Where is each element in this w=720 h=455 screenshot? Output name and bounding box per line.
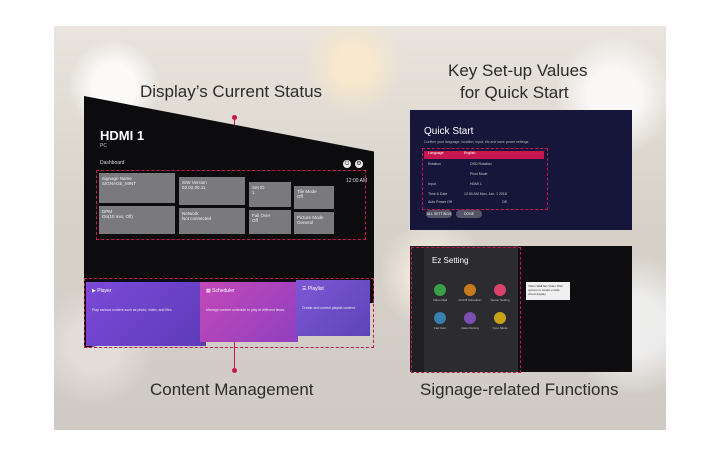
qs-row-value: OSD Rotation	[470, 162, 492, 166]
tile-label: DPM	[102, 209, 112, 214]
qs-row-time[interactable]: Time & Date 12:00 AM Mon, Jan. 1 2018	[424, 192, 544, 200]
tile-value: Off	[252, 218, 258, 223]
sync-mode-icon[interactable]	[494, 312, 506, 324]
qs-row-label: Language	[428, 151, 444, 155]
tv-dashboard-label: Dashboard	[100, 160, 125, 166]
ez-label: Fail Over	[433, 326, 447, 330]
qs-row-value: English	[464, 151, 476, 155]
tile-value: 1	[252, 190, 255, 195]
qs-row-value: Pivot Mode	[470, 172, 488, 176]
connector-dot-top	[232, 115, 237, 120]
player-desc: Play various content such as photo, vide…	[92, 308, 173, 312]
tile-value: SIGNAGE_MINT	[102, 181, 137, 186]
quick-start-screen: Quick Start Confirm your language, locat…	[410, 110, 632, 230]
video-wall-icon[interactable]	[434, 284, 446, 296]
ez-label: On/Off Scheduler	[458, 298, 482, 302]
ez-setting-screen: Ez Setting Video Wall On/Off Scheduler S…	[410, 246, 632, 372]
qs-row-label: Rotation	[428, 162, 442, 166]
qs-row-pivot[interactable]: Pivot Mode	[424, 172, 544, 180]
ez-label: Video Wall	[432, 298, 448, 302]
playlist-label: Playlist	[307, 286, 324, 292]
tile-label: Signage Name	[102, 176, 132, 181]
caption-signage-functions: Signage-related Functions	[420, 380, 619, 399]
scheduler-icon[interactable]	[464, 284, 476, 296]
tv-clock: 12:00 AM	[346, 178, 368, 184]
all-settings-button[interactable]: ALL SETTINGS	[426, 210, 452, 218]
scheduler-card[interactable]: ▦ Scheduler Manage content schedule to p…	[200, 282, 298, 342]
caption-content-management: Content Management	[150, 380, 314, 399]
tile-value: On(10 min, Off)	[102, 214, 133, 219]
tile-label: Tile Mode	[297, 189, 317, 194]
playlist-icon: ☰	[302, 286, 307, 292]
scheduler-desc: Manage content schedule to play at diffe…	[206, 308, 286, 312]
tile-value: General	[297, 220, 314, 225]
caption-key-values-1: Key Set-up Values	[448, 61, 588, 80]
tile-value: Not connected	[182, 216, 212, 221]
qs-row-value: Off	[502, 200, 507, 204]
ez-panel	[424, 246, 518, 372]
qs-row-value: 12:00 AM Mon, Jan. 1 2018	[464, 192, 507, 196]
tile-label: Network	[182, 211, 199, 216]
ez-label: Server Setting	[490, 298, 510, 302]
data-cloning-icon[interactable]	[464, 312, 476, 324]
tv-input-title: HDMI 1	[100, 128, 145, 143]
player-card[interactable]: ▶ Player Play various content such as ph…	[86, 282, 206, 346]
caption-key-values-2: for Quick Start	[460, 83, 569, 102]
server-setting-icon[interactable]	[494, 284, 506, 296]
content-highlight-box	[84, 278, 374, 348]
tv-input-subtitle: PC	[100, 143, 107, 149]
power-icon[interactable]: ⏻	[343, 160, 351, 168]
tile-label: Set ID	[252, 185, 265, 190]
quickstart-highlight-box	[422, 148, 548, 210]
ez-label: Sync Mode	[492, 326, 508, 330]
playlist-card[interactable]: ☰ Playlist Create and control playlist c…	[296, 280, 370, 336]
scheduler-icon: ▦	[206, 288, 211, 294]
tile-value: Off	[297, 194, 303, 199]
settings-icon[interactable]: ⚙	[355, 160, 363, 168]
qs-row-language[interactable]: Language English	[424, 151, 544, 159]
quick-start-title: Quick Start	[424, 126, 474, 137]
qs-row-rotation[interactable]: Rotation OSD Rotation	[424, 162, 544, 170]
tile-label: Fail Over	[252, 213, 271, 218]
caption-display-status: Display’s Current Status	[140, 82, 323, 101]
ez-label: Data Cloning	[461, 326, 479, 330]
ez-sidebar	[410, 246, 424, 372]
ez-highlight-box	[411, 247, 521, 373]
tile-label: S/W Version	[182, 180, 207, 185]
qs-row-label: Auto Power Off	[428, 200, 452, 204]
qs-row-input[interactable]: Input HDMI 1	[424, 182, 544, 190]
ez-tooltip: Video Wall Set Video Wall options to cre…	[526, 282, 570, 300]
status-highlight-box	[96, 170, 366, 240]
playlist-desc: Create and control playlist content.	[302, 306, 356, 310]
done-button[interactable]: DONE	[456, 210, 482, 218]
player-label: Player	[97, 288, 112, 294]
ez-title: Ez Setting	[432, 256, 469, 265]
scheduler-label: Scheduler	[212, 288, 235, 294]
tile-label: Picture Mode	[297, 215, 324, 220]
fail-over-icon[interactable]	[434, 312, 446, 324]
qs-row-label: Time & Date	[428, 192, 448, 196]
qs-row-label: Input	[428, 182, 436, 186]
qs-row-value: HDMI 1	[470, 182, 482, 186]
connector-line-bottom	[234, 340, 235, 370]
player-icon: ▶	[92, 288, 96, 294]
tile-value: 02.02.00.11	[182, 185, 206, 190]
quick-start-desc: Confirm your language, location, input, …	[424, 140, 530, 144]
qs-row-autopower[interactable]: Auto Power Off Off	[424, 200, 544, 208]
connector-dot-bottom	[232, 368, 237, 373]
